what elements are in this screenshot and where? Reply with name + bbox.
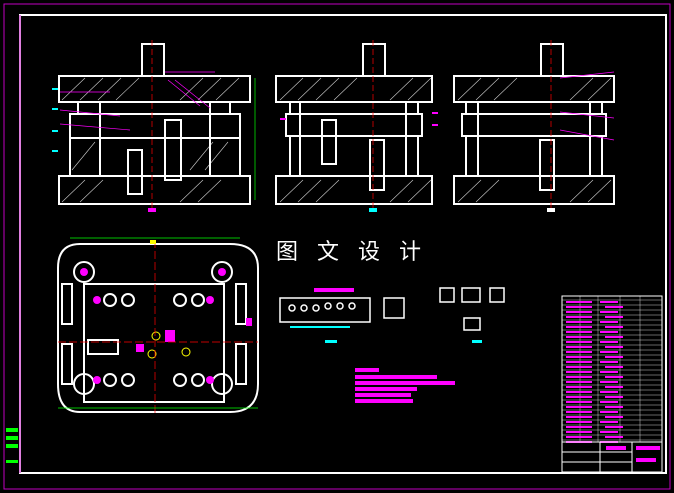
plan-view xyxy=(57,243,259,413)
outer-frame xyxy=(3,3,671,490)
watermark-text: 图 文 设 计 xyxy=(276,240,427,265)
title-block xyxy=(561,441,663,473)
section-view-left xyxy=(58,43,251,205)
strip-layout xyxy=(279,297,405,323)
bom-table xyxy=(561,295,663,443)
section-view-middle xyxy=(275,43,433,205)
part-detail xyxy=(439,287,505,331)
technical-notes xyxy=(355,368,455,403)
section-view-right xyxy=(453,43,615,205)
